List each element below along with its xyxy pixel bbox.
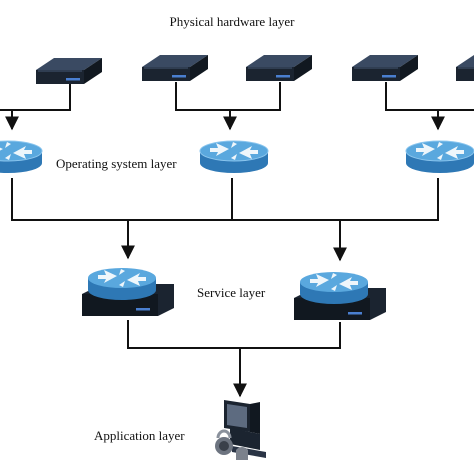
service-node-icon: [82, 268, 174, 316]
hardware-connectors: [0, 82, 474, 131]
service-layer-label: Service layer: [197, 285, 266, 300]
server-icon: [245, 54, 313, 82]
router-icon: [405, 140, 474, 174]
os-connectors: [11, 178, 439, 262]
server-icon: [351, 54, 419, 82]
service-node-icon: [294, 272, 386, 320]
operating-system-layer-label: Operating system layer: [56, 156, 177, 171]
server-icon: [141, 54, 209, 82]
application-layer-label: Application layer: [94, 428, 185, 443]
service-connectors: [127, 320, 341, 398]
server-icon: [35, 57, 103, 85]
physical-hardware-layer-label: Physical hardware layer: [170, 14, 296, 29]
server-icon: [455, 54, 474, 82]
router-icon: [0, 140, 43, 174]
router-icon: [199, 140, 269, 174]
workstation-with-lock-icon: [215, 400, 266, 460]
